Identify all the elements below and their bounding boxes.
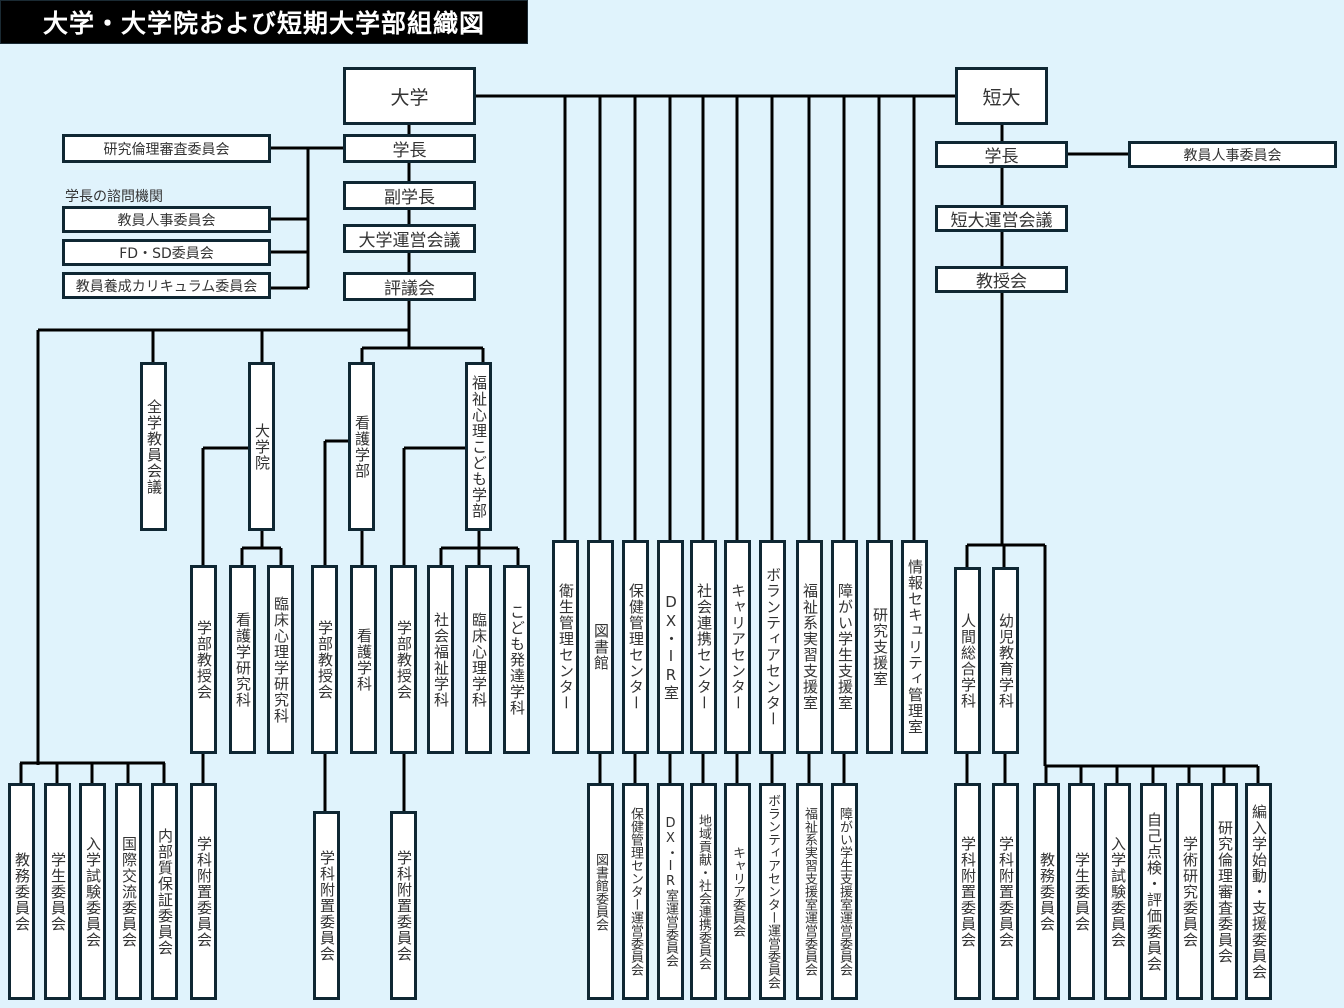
- center-committee-4[interactable]: キャリア委員会: [724, 783, 751, 1000]
- graduate-child-2[interactable]: 臨床心理学研究科: [267, 565, 294, 754]
- center-committee-1[interactable]: 保健管理センター運営委員会: [622, 783, 649, 1000]
- welfare-sub-committee[interactable]: 学科附置委員会: [390, 811, 417, 1000]
- nursing-child-1[interactable]: 看護学科: [350, 565, 377, 754]
- advisory-personnel-committee[interactable]: 教員人事委員会: [62, 206, 271, 233]
- welfare-child-2[interactable]: 臨床心理学科: [465, 565, 492, 754]
- jc-committee-1[interactable]: 学生委員会: [1068, 783, 1095, 1000]
- center-1[interactable]: 図書館: [587, 540, 614, 754]
- nursing-child-0[interactable]: 学部教授会: [311, 565, 338, 754]
- center-committee-0[interactable]: 図書館委員会: [587, 783, 614, 1000]
- center-committee-5[interactable]: ボランティアセンター運営委員会: [759, 783, 786, 1000]
- center-8[interactable]: 障がい学生支援室: [831, 540, 858, 754]
- nursing-faculty[interactable]: 看護学部: [348, 362, 375, 531]
- jc-dept-committee-1[interactable]: 学科附置委員会: [992, 783, 1019, 1000]
- jc-department-1[interactable]: 幼児教育学科: [992, 567, 1019, 754]
- university-committee-2[interactable]: 入学試験委員会: [79, 783, 106, 1000]
- center-5[interactable]: キャリアセンター: [724, 540, 751, 754]
- nursing-sub-committee[interactable]: 学科附置委員会: [313, 811, 340, 1000]
- center-9[interactable]: 研究支援室: [866, 540, 893, 754]
- university-committee-0[interactable]: 教務委員会: [8, 783, 35, 1000]
- all-faculty-meeting[interactable]: 全学教員会議: [140, 362, 167, 531]
- ethics-committee[interactable]: 研究倫理審査委員会: [62, 134, 271, 163]
- university-president[interactable]: 学長: [343, 134, 476, 163]
- jc-committee-4[interactable]: 学術研究委員会: [1176, 783, 1203, 1000]
- jc-dept-committee-0[interactable]: 学科附置委員会: [954, 783, 981, 1000]
- advisory-fdsd-committee[interactable]: FD・SD委員会: [62, 239, 271, 266]
- junior-college-president[interactable]: 学長: [935, 141, 1068, 168]
- jc-committee-2[interactable]: 入学試験委員会: [1104, 783, 1131, 1000]
- center-committee-7[interactable]: 障がい学生支援室運営委員会: [831, 783, 858, 1000]
- center-10[interactable]: 情報セキュリティ管理室: [901, 540, 928, 754]
- welfare-child-1[interactable]: 社会福祉学科: [427, 565, 454, 754]
- graduate-school[interactable]: 大学院: [248, 362, 275, 531]
- welfare-faculty[interactable]: 福祉心理こども学部: [465, 362, 492, 531]
- center-7[interactable]: 福祉系実習支援室: [796, 540, 823, 754]
- junior-college-personnel-committee[interactable]: 教員人事委員会: [1128, 141, 1337, 168]
- junior-college-root[interactable]: 短大: [955, 67, 1048, 125]
- junior-college-faculty-meeting[interactable]: 教授会: [935, 266, 1068, 293]
- graduate-child-0[interactable]: 学部教授会: [190, 565, 217, 754]
- jc-committee-0[interactable]: 教務委員会: [1033, 783, 1060, 1000]
- university-committee-1[interactable]: 学生委員会: [44, 783, 71, 1000]
- university-committee-3[interactable]: 国際交流委員会: [115, 783, 142, 1000]
- center-committee-2[interactable]: DX・IR室運営委員会: [657, 783, 684, 1000]
- center-4[interactable]: 社会連携センター: [690, 540, 717, 754]
- graduate-child-1[interactable]: 看護学研究科: [229, 565, 256, 754]
- welfare-child-3[interactable]: こども発達学科: [503, 565, 530, 754]
- jc-committee-6[interactable]: 編入学始動・支援委員会: [1245, 783, 1272, 1000]
- page-title: 大学・大学院および短期大学部組織図: [0, 0, 528, 44]
- university-management-council[interactable]: 大学運営会議: [343, 224, 476, 253]
- jc-committee-5[interactable]: 研究倫理審査委員会: [1211, 783, 1238, 1000]
- center-3[interactable]: DX・IR室: [657, 540, 684, 754]
- advisory-curriculum-committee[interactable]: 教員養成カリキュラム委員会: [62, 272, 271, 299]
- university-committee-4[interactable]: 内部質保証委員会: [151, 783, 178, 1000]
- jc-department-0[interactable]: 人間総合学科: [954, 567, 981, 754]
- center-0[interactable]: 衛生管理センター: [552, 540, 579, 754]
- jc-committee-3[interactable]: 自己点検・評価委員会: [1140, 783, 1167, 1000]
- center-committee-6[interactable]: 福祉系実習支援室運営委員会: [796, 783, 823, 1000]
- university-root[interactable]: 大学: [343, 67, 476, 125]
- advisory-caption: 学長の諮問機関: [65, 189, 163, 205]
- university-senate[interactable]: 評議会: [343, 272, 476, 301]
- center-6[interactable]: ボランティアセンター: [759, 540, 786, 754]
- junior-college-management-council[interactable]: 短大運営会議: [935, 205, 1068, 232]
- university-vice-president[interactable]: 副学長: [343, 181, 476, 210]
- graduate-sub-committee[interactable]: 学科附置委員会: [190, 783, 217, 1000]
- center-committee-3[interactable]: 地域貢献・社会連携委員会: [690, 783, 717, 1000]
- welfare-child-0[interactable]: 学部教授会: [390, 565, 417, 754]
- center-2[interactable]: 保健管理センター: [622, 540, 649, 754]
